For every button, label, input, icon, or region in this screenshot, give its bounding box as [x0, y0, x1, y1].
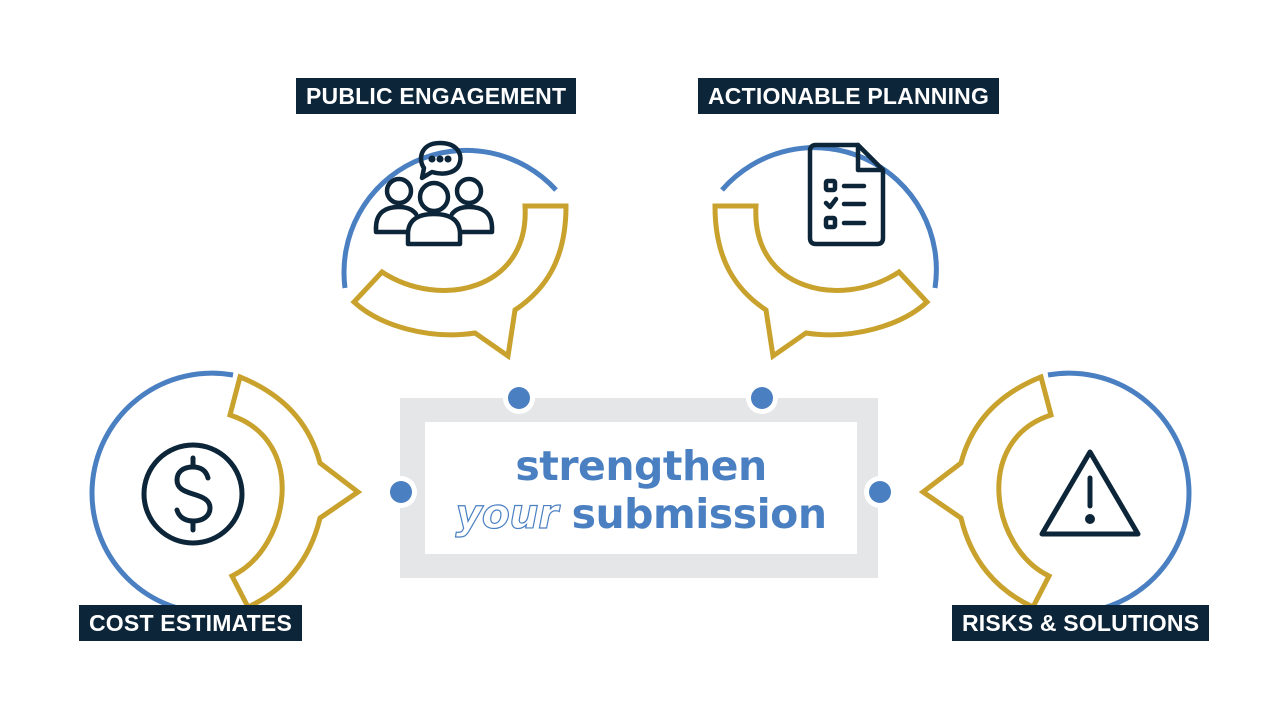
- label-public-engagement: PUBLIC ENGAGEMENT: [296, 78, 577, 114]
- label-actionable-planning: ACTIONABLE PLANNING: [698, 78, 1000, 114]
- label-cost-estimates: COST ESTIMATES: [79, 605, 302, 641]
- headline-line-2: your submission: [425, 489, 857, 538]
- gold-speech-arc-public-engagement: [350, 203, 569, 361]
- headline-solid-word: submission: [571, 490, 827, 538]
- node-risks-solutions: [918, 370, 1192, 616]
- people-chat-icon: [373, 140, 495, 247]
- warning-triangle-icon: [1039, 449, 1141, 537]
- blue-arc-public-engagement: [341, 147, 558, 289]
- headline-outline-word: your: [455, 489, 559, 538]
- node-actionable-planning: [712, 142, 939, 361]
- blue-arc-actionable-planning: [720, 145, 939, 289]
- node-cost-estimates: [89, 370, 363, 616]
- dollar-circle-icon: [141, 442, 245, 546]
- headline-line-1: strengthen: [515, 442, 767, 490]
- blue-arc-risks-solutions: [1047, 370, 1192, 616]
- center-panel: [425, 422, 857, 554]
- label-risks-solutions: RISKS & SOLUTIONS: [952, 605, 1210, 641]
- blue-arc-cost-estimates: [89, 370, 234, 616]
- node-public-engagement: [341, 140, 569, 361]
- gold-speech-arc-risks-solutions: [918, 373, 1055, 611]
- gold-speech-arc-cost-estimates: [226, 373, 363, 611]
- gold-speech-arc-actionable-planning: [712, 203, 931, 361]
- checklist-document-icon: [807, 142, 886, 247]
